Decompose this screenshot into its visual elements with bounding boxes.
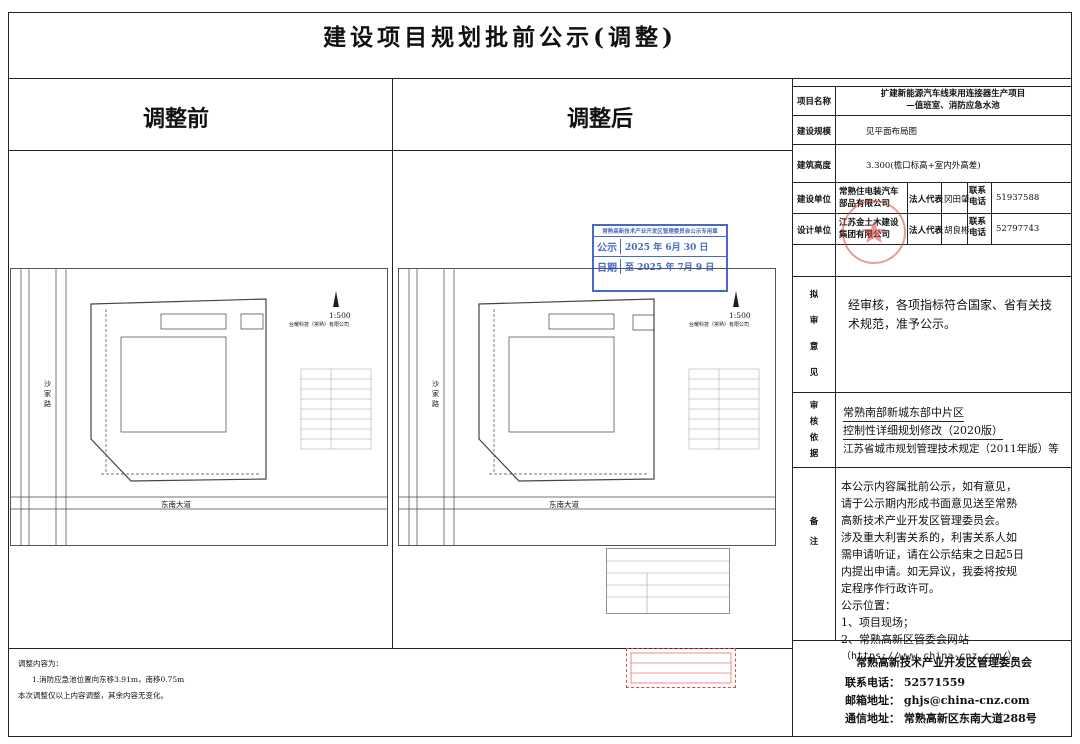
remarks-line5: 需申请听证，请在公示结束之日起5日 — [841, 548, 1024, 561]
adjust-note-summary: 本次调整仅以上内容调整，其余内容无变化。 — [18, 691, 168, 700]
frame-top — [8, 12, 1072, 13]
plan-scale-before: 1:500 — [329, 311, 351, 320]
designer-phone: 52797743 — [996, 224, 1040, 234]
builder-phone-label: 联系电话 — [969, 186, 987, 207]
basis-block: 常熟南部新城东部中片区 控制性详细规划修改（2020版） 江苏省城市规划管理技术… — [843, 404, 1068, 458]
plan-road-west-after: 沙家路 — [432, 380, 439, 408]
designer-legal-rep-label: 法人代表 — [909, 226, 944, 236]
notice-stamp-row2-value: 至 2025 年 7月 9 日 — [625, 263, 715, 273]
footer-phone: 联系电话： 52571559 — [845, 676, 966, 689]
project-name-line1: 扩建新能源汽车线束用连接器生产项目 — [880, 89, 1026, 99]
frame-bottom — [8, 736, 1072, 737]
design-registration-stamp — [606, 548, 730, 614]
scale-label: 建设规模 — [796, 127, 831, 137]
notice-stamp-row2-label: 日期 — [594, 259, 621, 274]
adjust-note-title: 调整内容为： — [18, 659, 63, 668]
footer-org: 常熟高新技术产业开发区管理委员会 — [856, 656, 1032, 669]
remarks-line9: 1、项目现场； — [841, 616, 914, 629]
heading-divider — [8, 150, 792, 151]
plan-road-south-before: 东南大道 — [161, 500, 191, 509]
middle-divider — [392, 78, 393, 648]
basis-line3: 江苏省城市规划管理技术规定（2011年版）等 — [843, 443, 1059, 455]
footer-email: 邮箱地址： ghjs@china-cnz.com — [845, 694, 1030, 707]
basis-label: 审核依据 — [809, 401, 819, 459]
remarks-line8: 公示位置： — [841, 599, 896, 612]
designer-legal-rep: 胡良彬 — [944, 226, 970, 236]
plan-scale-after: 1:500 — [729, 311, 751, 320]
basis-line2: 控制性详细规划修改（2020版） — [843, 422, 1003, 440]
plan-company-after: 台耀科技（常熟）有限公司 — [689, 322, 750, 328]
architect-seal-stamp — [626, 648, 736, 688]
scale-value: 见平面布局图 — [866, 127, 918, 137]
right-divider — [792, 78, 793, 736]
project-name-value: 扩建新能源汽车线束用连接器生产项目 —值班室、消防应急水池 — [838, 88, 1068, 112]
remarks-line10: 2、常熟高新区管委会网站 — [841, 633, 969, 646]
remarks-line3: 高新技术产业开发区管理委员会。 — [841, 514, 1006, 527]
notice-date-stamp: 常熟高新技术产业开发区管理委员会公示专用章 公示 2025 年 6月 30 日 … — [592, 224, 728, 292]
remarks-line6: 内提出申请。如无异议，我委将按规 — [841, 565, 1017, 578]
site-plan-after-drawing — [399, 269, 775, 545]
remarks-line11: （https://www.china-cnz.com/）。 — [841, 651, 1023, 662]
site-plan-before-drawing — [11, 269, 387, 545]
frame-left — [8, 12, 9, 737]
remarks-line1: 本公示内容属批前公示，如有意见， — [841, 480, 1017, 493]
site-plan-after: 1:500 台耀科技（常熟）有限公司 沙家路 东南大道 — [398, 268, 776, 546]
notice-stamp-header: 常熟高新技术产业开发区管理委员会公示专用章 — [594, 226, 726, 237]
height-label: 建筑高度 — [796, 161, 831, 171]
plan-road-west-before: 沙家路 — [44, 380, 51, 408]
remarks-line2: 请于公示期内形成书面意见送至常熟 — [841, 497, 1017, 510]
remarks-label: 备注 — [809, 517, 819, 547]
adjust-note-item: 1.消防应急池位置向东移3.91m，南移0.75m — [32, 675, 185, 684]
site-plan-before: 1:500 台耀科技（常熟）有限公司 沙家路 东南大道 — [10, 268, 388, 546]
title-divider — [8, 78, 1072, 79]
footer-address: 通信地址： 常熟高新区东南大道288号 — [845, 712, 1037, 725]
plan-road-south-after: 东南大道 — [549, 500, 579, 509]
notice-stamp-row1-value: 2025 年 6月 30 日 — [625, 243, 709, 253]
opinion-text: 经审核，各项指标符合国家、省有关技术规范，准予公示。 — [848, 298, 1053, 331]
project-name-line2: —值班室、消防应急水池 — [906, 101, 1000, 111]
designer-label: 设计单位 — [796, 226, 831, 236]
builder-label: 建设单位 — [796, 195, 831, 205]
left-bottom-divider — [8, 648, 792, 649]
basis-line1: 常熟南部新城东部中片区 — [843, 404, 964, 422]
builder-phone: 51937588 — [996, 193, 1040, 203]
builder-legal-rep-label: 法人代表 — [909, 195, 944, 205]
height-value: 3.300(檐口标高+室内外高差) — [866, 161, 981, 171]
builder-legal-rep: 冈田肇 — [944, 195, 970, 205]
remarks-line7: 定程序作行政许可。 — [841, 582, 940, 595]
remarks-line4: 涉及重大利害关系的，利害关系人如 — [841, 531, 1017, 544]
notice-stamp-row1-label: 公示 — [594, 239, 621, 254]
page-title: 建设项目规划批前公示(调整) — [323, 24, 677, 51]
plan-company-before: 台耀科技（常熟）有限公司 — [289, 322, 350, 328]
before-heading: 调整前 — [143, 106, 210, 132]
opinion-label: 拟审意见 — [809, 290, 819, 378]
frame-right — [1071, 12, 1072, 737]
project-name-label: 项目名称 — [796, 97, 831, 107]
remarks-block: 本公示内容属批前公示，如有意见， 请于公示期内形成书面意见送至常熟 高新技术产业… — [841, 478, 1069, 665]
designer-phone-label: 联系电话 — [969, 217, 987, 238]
after-heading: 调整后 — [567, 106, 634, 132]
official-seal-icon — [842, 200, 906, 264]
